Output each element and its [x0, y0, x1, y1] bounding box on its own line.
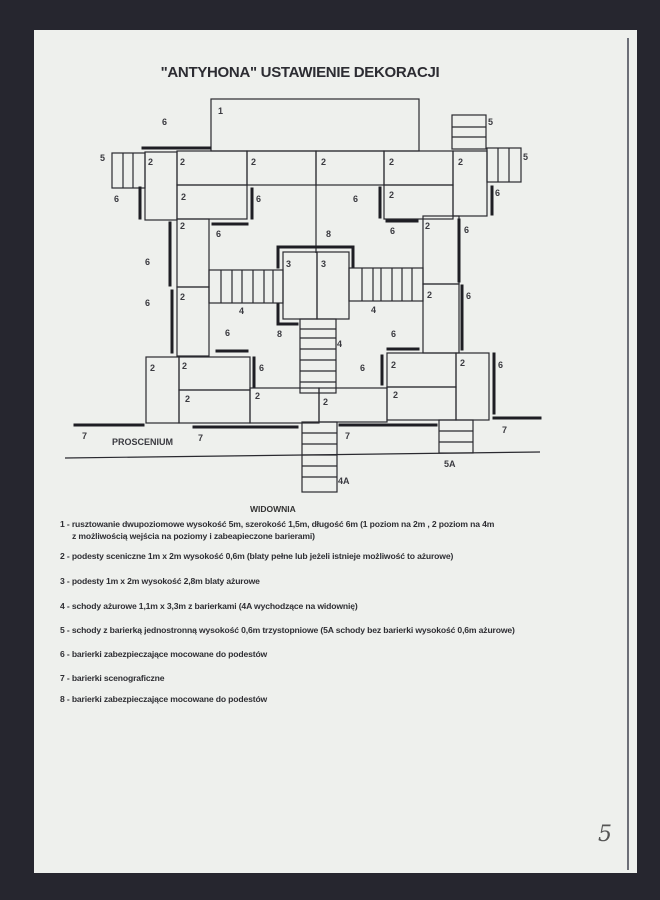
diagram-label-high-platform: 3 [321, 259, 326, 269]
diagram-label-platform: 2 [391, 360, 396, 370]
diagram-label-scenic-barrier: 7 [82, 431, 87, 441]
diagram-label-platform: 2 [180, 221, 185, 231]
legend-item-4: 4 - schody ażurowe 1,1m x 3,3m z barierk… [60, 601, 358, 611]
platform [383, 150, 454, 186]
page-edge-line [627, 38, 629, 870]
diagram-label-stairs-audience: 4A [338, 476, 350, 486]
diagram-label-barrier-8: 8 [326, 229, 331, 239]
stairs-5-top [451, 114, 487, 150]
legend-item-5: 5 - schody z barierką jednostronną wysok… [60, 625, 515, 635]
stairs-5a [438, 419, 474, 454]
diagram-label-barrier: 6 [391, 329, 396, 339]
diagram-label-scenic-barrier: 7 [345, 431, 350, 441]
diagram-label-stairs-side: 5 [100, 153, 105, 163]
diagram-label-barrier: 6 [225, 328, 230, 338]
diagram-label-platform: 2 [323, 397, 328, 407]
diagram-label-scaffold: 1 [218, 106, 223, 116]
legend-item-8: 8 - barierki zabezpieczające mocowane do… [60, 694, 268, 704]
stairs-4-right [348, 267, 424, 302]
stairs-4-left [208, 269, 284, 304]
diagram-label-platform: 2 [182, 361, 187, 371]
barrier-8 [276, 303, 299, 326]
diagram-label-platform: 2 [185, 394, 190, 404]
platform [178, 356, 251, 391]
diagram-label-platform: 2 [389, 190, 394, 200]
audience-label: WIDOWNIA [250, 504, 296, 514]
diagram-label-barrier: 6 [464, 225, 469, 235]
diagram-label-stairs-side-a: 5A [444, 459, 456, 469]
diagram-label-barrier: 6 [145, 298, 150, 308]
diagram-label-scenic-barrier: 7 [502, 425, 507, 435]
scaffold [210, 98, 420, 152]
platform [176, 184, 248, 220]
diagram-label-stairs: 4 [337, 339, 342, 349]
diagram-label-barrier: 6 [256, 194, 261, 204]
platform [383, 184, 454, 220]
platform [452, 150, 488, 217]
diagram-label-platform: 2 [321, 157, 326, 167]
legend-item-3: 3 - podesty 1m x 2m wysokość 2,8m blaty … [60, 576, 260, 586]
stairs-5-left [111, 152, 146, 189]
platform [176, 286, 210, 357]
diagram-label-barrier: 6 [360, 363, 365, 373]
platform [315, 150, 385, 186]
diagram-label-barrier: 6 [145, 257, 150, 267]
diagram-label-platform: 2 [181, 192, 186, 202]
stage-front-line [64, 451, 541, 459]
stairs-5-right [486, 147, 522, 183]
platform [246, 150, 317, 186]
legend-item-7: 7 - barierki scenograficzne [60, 673, 165, 683]
diagram-label-stairs-side: 5 [523, 152, 528, 162]
legend-item-6: 6 - barierki zabezpieczające mocowane do… [60, 649, 268, 659]
stairs-4-center [299, 318, 337, 394]
diagram-label-platform: 2 [251, 157, 256, 167]
platform [176, 150, 248, 186]
diagram-label-high-platform: 3 [286, 259, 291, 269]
diagram-label-platform: 2 [458, 157, 463, 167]
diagram-label-barrier: 6 [259, 363, 264, 373]
diagram-label-platform: 2 [150, 363, 155, 373]
diagram-label-proscenium: PROSCENIUM [112, 437, 173, 447]
diagram-label-platform: 2 [393, 390, 398, 400]
legend-item-2: 2 - podesty sceniczne 1m x 2m wysokość 0… [60, 551, 454, 561]
diagram-label-stairs: 4 [371, 305, 376, 315]
diagram-label-platform: 2 [460, 358, 465, 368]
diagram-label-platform: 2 [255, 391, 260, 401]
diagram-label-scenic-barrier: 7 [198, 433, 203, 443]
diagram-label-platform: 2 [148, 157, 153, 167]
diagram-label-platform: 2 [427, 290, 432, 300]
diagram-label-barrier: 6 [216, 229, 221, 239]
diagram-label-platform: 2 [180, 292, 185, 302]
diagram-label-barrier-8: 8 [277, 329, 282, 339]
diagram-label-platform: 2 [389, 157, 394, 167]
platform [455, 352, 490, 421]
diagram-label-barrier: 6 [162, 117, 167, 127]
diagram-label-barrier: 6 [114, 194, 119, 204]
diagram-label-barrier: 6 [495, 188, 500, 198]
platform [386, 352, 457, 388]
diagram-label-barrier: 6 [466, 291, 471, 301]
handwritten-page-number: 5 [598, 822, 612, 847]
diagram-label-barrier: 6 [353, 194, 358, 204]
diagram-label-barrier: 6 [498, 360, 503, 370]
diagram-label-stairs: 4 [239, 306, 244, 316]
diagram-label-platform: 2 [180, 157, 185, 167]
diagram-label-stairs-side: 5 [488, 117, 493, 127]
barrier-8 [276, 245, 355, 269]
legend-item-1: 1 - rusztowanie dwupoziomowe wysokość 5m… [60, 519, 495, 541]
diagram-label-barrier: 6 [390, 226, 395, 236]
diagram-label-platform: 2 [425, 221, 430, 231]
page-title: "ANTYHONA" USTAWIENIE DEKORACJI [160, 64, 440, 81]
